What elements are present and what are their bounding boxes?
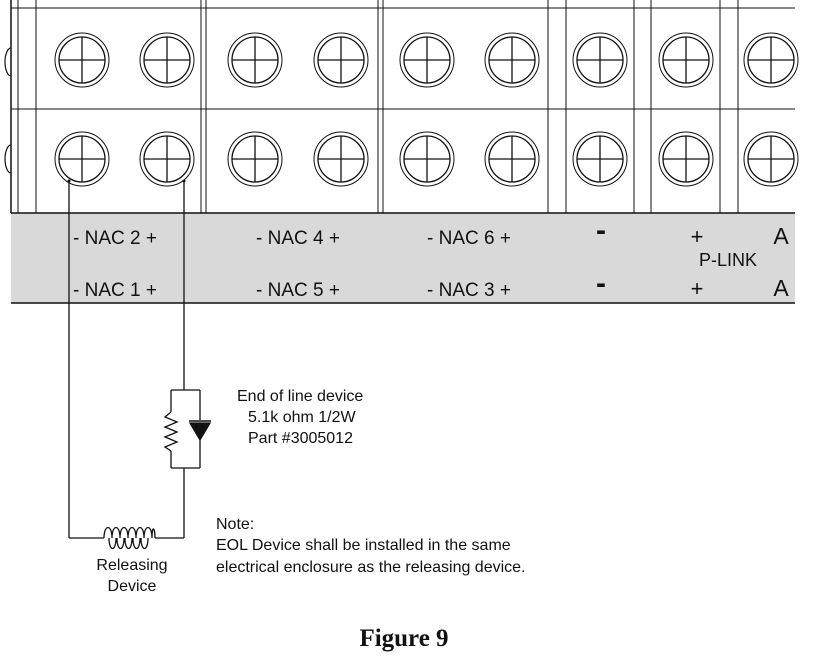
screw-terminal-icon [743,32,799,88]
label-band [11,213,795,303]
screw-terminal-icon [658,32,714,88]
screw-terminal-icon [227,32,283,88]
screw-terminals [54,32,799,187]
eol-line-2: 5.1k ohm 1/2W [248,409,357,426]
screw-terminal-icon [399,32,455,88]
screw-terminal-icon [139,131,195,187]
label-plus-bottom: + [691,276,704,301]
wire-connection-points [67,179,186,183]
label-nac6: - NAC 6 + [427,228,511,249]
label-a-bottom: A [773,275,789,301]
screw-terminal-icon [484,131,540,187]
eol-line-3: Part #3005012 [248,430,353,447]
label-minus-bottom: - [596,267,606,300]
note-title: Note: [216,516,254,533]
label-nac5: - NAC 5 + [256,280,340,301]
label-nac1: - NAC 1 + [73,280,157,301]
screw-terminal-icon [313,32,369,88]
screw-terminal-icon [227,131,283,187]
note-line-1: EOL Device shall be installed in the sam… [216,537,511,554]
screw-terminal-icon [572,131,628,187]
releasing-device-label: Releasing Device [96,557,167,595]
note-text: Note: EOL Device shall be installed in t… [216,516,526,576]
label-nac3: - NAC 3 + [427,280,511,301]
label-a-top: A [773,223,789,249]
screw-terminal-icon [54,32,110,88]
note-line-2: electrical enclosure as the releasing de… [216,559,526,576]
label-plus-top: + [691,224,704,249]
eol-device-text: End of line device 5.1k ohm 1/2W Part #3… [237,388,363,447]
screw-terminal-icon [572,32,628,88]
label-plink: P-LINK [699,250,757,270]
terminal-block [4,0,795,214]
screw-terminal-icon [139,32,195,88]
screw-terminal-icon [313,131,369,187]
screw-terminal-icon [54,131,110,187]
field-wiring [68,181,212,550]
terminal-labels: - NAC 2 + - NAC 4 + - NAC 6 + - NAC 1 + … [73,214,789,301]
figure-caption: Figure 9 [359,625,448,652]
label-minus-top: - [596,214,606,247]
releasing-line-1: Releasing [96,557,167,574]
screw-terminal-icon [658,131,714,187]
releasing-device-coil [103,526,156,550]
eol-device-symbol [163,389,212,469]
label-nac2: - NAC 2 + [73,228,157,249]
screw-terminal-icon [399,131,455,187]
screw-terminal-icon [743,131,799,187]
screw-terminal-icon [484,32,540,88]
label-nac4: - NAC 4 + [256,228,340,249]
eol-line-1: End of line device [237,388,363,405]
releasing-line-2: Device [108,578,157,595]
